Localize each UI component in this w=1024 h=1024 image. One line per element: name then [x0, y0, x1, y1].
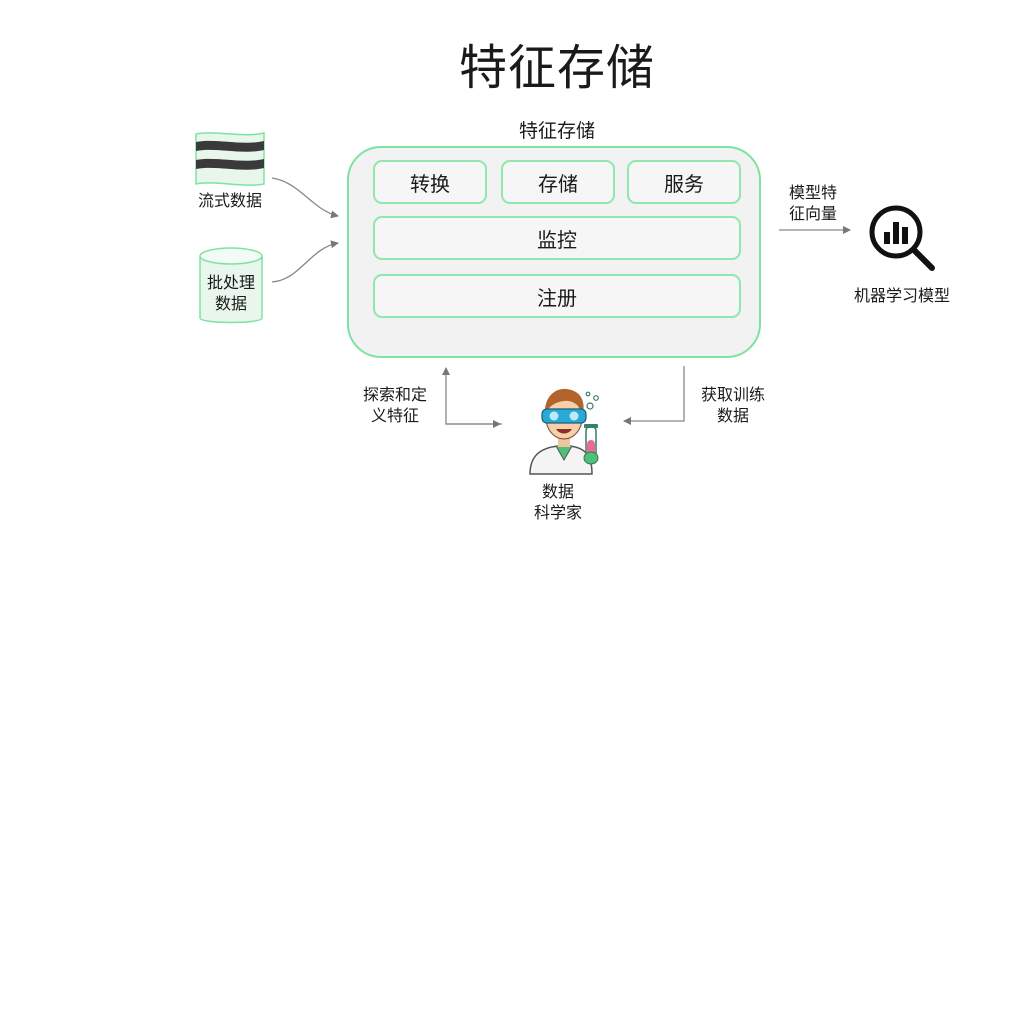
- batch-data-label-line1: 批处理: [206, 273, 255, 292]
- data-scientist-label-line2: 科学家: [533, 503, 582, 522]
- fetch-training-data-label: 获取训练 数据: [694, 384, 772, 426]
- explore-features-label-line2: 义特征: [370, 406, 419, 425]
- module-registry[interactable]: 注册: [373, 274, 741, 318]
- feature-vector-label-line1: 模型特: [788, 183, 837, 202]
- database-cylinder-icon: [199, 247, 263, 324]
- stream-waves-icon: [195, 132, 265, 186]
- fetch-training-data-label-line1: 获取训练: [700, 385, 765, 404]
- batch-to-store-arrow: [271, 240, 339, 283]
- data-scientist-label: 数据 科学家: [520, 481, 596, 523]
- module-serving[interactable]: 服务: [627, 160, 741, 204]
- data-scientist-label-line1: 数据: [541, 482, 574, 501]
- module-transform[interactable]: 转换: [373, 160, 487, 204]
- magnifier-chart-icon: [869, 205, 935, 271]
- store-fetch-arrow: [623, 366, 685, 425]
- feature-store-box: 转换 存储 服务 监控 注册: [347, 146, 761, 358]
- scientist-explore-arrow: [442, 367, 502, 425]
- feature-vector-label: 模型特 征向量: [780, 182, 846, 224]
- module-monitoring[interactable]: 监控: [373, 216, 741, 260]
- batch-data-label-line2: 数据: [214, 294, 247, 313]
- explore-features-label-line1: 探索和定: [362, 385, 427, 404]
- module-storage[interactable]: 存储: [501, 160, 615, 204]
- feature-store-label: 特征存储: [518, 120, 595, 142]
- streaming-data-label: 流式数据: [197, 191, 262, 210]
- ml-model-label: 机器学习模型: [853, 286, 950, 305]
- scientist-icon: [529, 388, 599, 475]
- page-title: 特征存储: [458, 40, 655, 96]
- fetch-training-data-label-line2: 数据: [716, 406, 749, 425]
- explore-features-label: 探索和定 义特征: [356, 384, 434, 426]
- batch-data-label: 批处理 数据: [194, 272, 268, 314]
- streaming-to-store-arrow: [271, 177, 339, 219]
- feature-vector-label-line2: 征向量: [788, 204, 837, 223]
